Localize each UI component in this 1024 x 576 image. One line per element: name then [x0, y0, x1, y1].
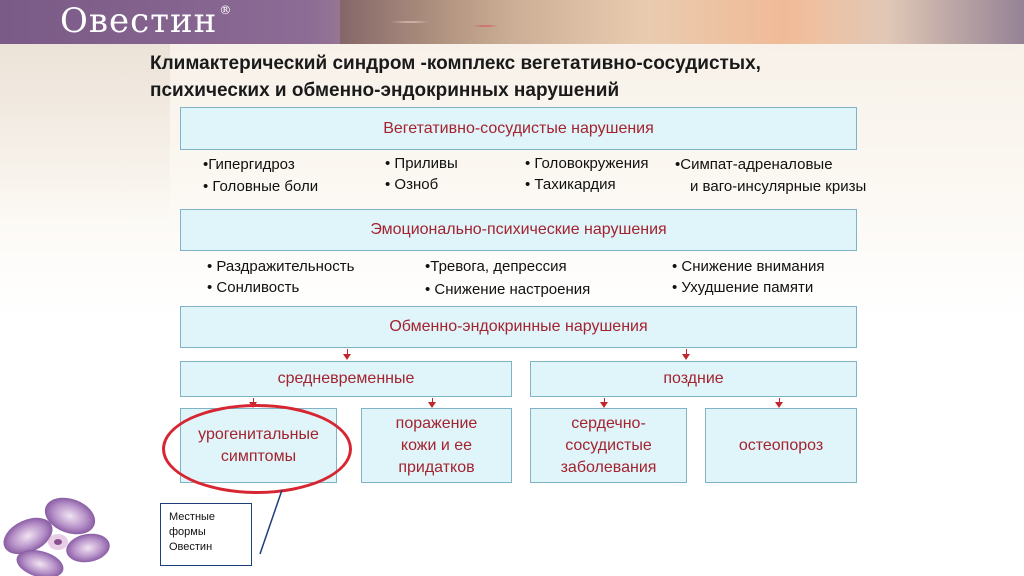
symptom-item: • Приливы [385, 155, 458, 172]
symptom-item: • Снижение внимания [672, 258, 825, 275]
metabolic-disorders-label: Обменно-эндокринные нарушения [389, 318, 648, 335]
brand-logo: Овестин® [60, 0, 232, 44]
slide-title: Климактерический синдром -комплекс вегет… [150, 50, 910, 104]
callout-connector [259, 489, 283, 555]
highlight-circle [162, 404, 352, 494]
header-banner: Овестин® [0, 0, 1024, 44]
arrow-down [249, 398, 257, 408]
symptom-item: •Гипергидроз [203, 156, 295, 173]
symptom-item: • Ухудшение памяти [672, 279, 814, 296]
background-glow [0, 44, 170, 224]
outcome-line: кожи и ее [400, 436, 473, 454]
orchid-logo-icon [3, 497, 110, 576]
midterm-label: средневременные [277, 370, 415, 387]
outcome-line: заболевания [560, 458, 657, 476]
outcome-line: сосудистые [565, 436, 652, 454]
outcome-box-cardiovascular: сердечно- сосудистые заболевания [530, 408, 687, 483]
title-line-1: Климактерический синдром -комплекс вегет… [150, 53, 761, 74]
arrow-down [682, 349, 690, 360]
outcome-box-skin: поражение кожи и ее придатков [361, 408, 512, 483]
midterm-box: средневременные [180, 361, 512, 397]
outcome-box-osteoporosis: остеопороз [705, 408, 857, 483]
symptom-item: • Снижение настроения [425, 281, 591, 298]
outcome-line: сердечно- [571, 414, 646, 432]
symptom-item: • Озноб [385, 176, 439, 193]
title-line-2: психических и обменно-эндокринных наруше… [150, 80, 620, 101]
note-line: формы [169, 526, 206, 538]
late-box: поздние [530, 361, 857, 397]
emotional-disorders-box: Эмоционально-психические нарушения [180, 209, 857, 251]
arrow-down [343, 349, 351, 360]
symptom-item: и ваго-инсулярные кризы [690, 178, 867, 195]
symptom-item: • Тахикардия [525, 176, 616, 193]
outcome-line: поражение [395, 414, 478, 432]
symptom-item: • Головные боли [203, 178, 319, 195]
metabolic-disorders-box: Обменно-эндокринные нарушения [180, 306, 857, 348]
symptom-item: • Сонливость [207, 279, 300, 296]
outcome-line: остеопороз [738, 436, 824, 454]
registered-mark: ® [219, 3, 233, 17]
note-line: Овестин [169, 541, 213, 553]
vegetative-disorders-label: Вегетативно-сосудистые нарушения [383, 119, 654, 137]
symptom-item: •Симпат-адреналовые [675, 156, 833, 173]
outcome-line: придатков [398, 458, 475, 476]
callout-note: Местные формы Овестин [160, 503, 252, 566]
brand-name: Овестин [60, 1, 218, 41]
arrow-down [775, 398, 783, 408]
symptom-item: • Головокружения [525, 155, 649, 172]
note-line: Местные [169, 511, 216, 523]
late-label: поздние [663, 370, 724, 387]
vegetative-disorders-box: Вегетативно-сосудистые нарушения [180, 107, 857, 150]
arrow-down [600, 398, 608, 408]
symptom-item: •Тревога, депрессия [425, 258, 567, 275]
banner-photo-strip [340, 0, 1024, 44]
emotional-disorders-label: Эмоционально-психические нарушения [370, 221, 667, 238]
arrow-down [428, 398, 436, 408]
symptom-item: • Раздражительность [207, 258, 355, 275]
